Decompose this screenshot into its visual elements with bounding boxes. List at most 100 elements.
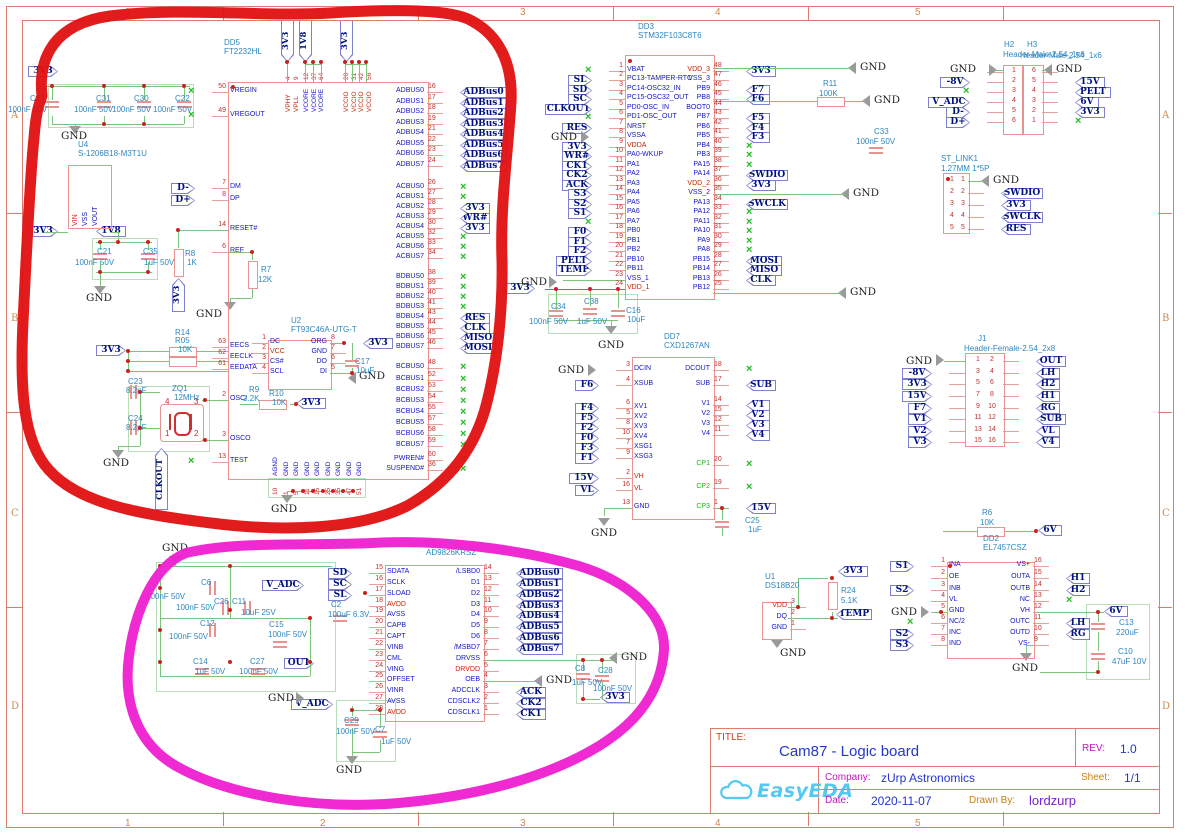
cap-symbol[interactable] [595,675,609,677]
net-flag-MOSI[interactable]: MOSI [746,256,782,267]
cap-symbol[interactable] [715,526,729,528]
net-flag-LH[interactable]: LH [1066,618,1090,629]
cap-symbol[interactable] [715,521,729,523]
net-flag-PELT[interactable]: PELT [556,256,592,267]
net-flag-F3[interactable]: F3 [575,443,599,454]
crystal-symbol[interactable] [174,412,191,436]
net-flag-3V3[interactable]: 3V3 [902,379,932,390]
cap-symbol[interactable] [869,152,883,154]
net-flag-SUB[interactable]: SUB [1036,414,1066,425]
net-flag-V1[interactable]: V1 [746,400,770,411]
cap-symbol[interactable] [45,101,59,103]
cap-symbol[interactable] [1091,623,1105,625]
net-flag-CK2[interactable]: CK2 [562,170,592,181]
net-flag-3V3[interactable]: 3V3 [1001,200,1031,211]
net-flag-F0[interactable]: F0 [568,227,592,238]
cap-symbol[interactable] [611,310,625,312]
net-flag-6V[interactable]: 6V [1038,525,1062,536]
net-flag-3V3[interactable]: 3V3 [746,66,776,77]
net-flag-V_ADC[interactable]: V_ADC [928,97,970,108]
net-flag-F2[interactable]: F2 [568,246,592,257]
net-flag-V1[interactable]: V1 [908,414,932,425]
net-flag-F6[interactable]: F6 [575,380,599,391]
net-flag-CLKOUT[interactable]: CLKOUT [546,104,591,114]
net-flag-SD[interactable]: SD [568,85,592,96]
net-flag-F1[interactable]: F1 [575,453,599,464]
net-flag-LH[interactable]: LH [1036,368,1060,379]
cap-symbol[interactable] [576,673,590,675]
net-flag-RES[interactable]: RES [562,123,592,134]
net-flag-MISO[interactable]: MISO [746,265,782,276]
net-flag-F2[interactable]: F2 [575,423,599,434]
cap-symbol[interactable] [214,581,216,595]
net-flag-3V3[interactable]: 3V3 [562,142,592,153]
net-flag-CK1[interactable]: CK1 [562,161,592,172]
cap-symbol[interactable] [1091,628,1105,630]
net-flag--8V[interactable]: -8V [902,368,932,379]
net-flag-H2[interactable]: H2 [1036,379,1060,390]
cap-symbol[interactable] [1091,658,1105,660]
net-flag-OUT[interactable]: OUT [1036,356,1066,367]
net-flag-F6[interactable]: F6 [746,94,770,105]
net-flag-F7[interactable]: F7 [746,85,770,96]
net-flag-SC[interactable]: SC [568,94,592,105]
net-flag-TEMP[interactable]: TEMP [556,265,592,276]
net-flag-V3[interactable]: V3 [908,437,932,448]
cap-symbol[interactable] [611,315,625,317]
net-flag-S2[interactable]: S2 [890,629,914,640]
net-flag-RG[interactable]: RG [1066,629,1090,640]
net-flag-H2[interactable]: H2 [1066,585,1090,596]
cap-symbol[interactable] [869,147,883,149]
net-flag-3V3[interactable]: 3V3 [1075,107,1105,118]
net-flag-RES[interactable]: RES [1001,224,1031,235]
resistor-symbol[interactable] [828,582,838,610]
net-flag-V2[interactable]: V2 [908,426,932,437]
chip-DD2[interactable] [947,562,1035,659]
cap-symbol[interactable] [1091,653,1105,655]
net-flag-VL[interactable]: VL [575,485,599,496]
net-flag-F4[interactable]: F4 [746,123,770,134]
cap-symbol[interactable] [549,315,563,317]
net-flag-CLK[interactable]: CLK [746,275,776,286]
net-flag-V4[interactable]: V4 [746,430,770,441]
net-flag-SWDIO[interactable]: SWDIO [1001,188,1043,199]
net-flag-SWCLK[interactable]: SWCLK [746,199,788,210]
net-flag-S3[interactable]: S3 [568,189,592,200]
net-flag-F0[interactable]: F0 [575,433,599,444]
net-flag-3V3[interactable]: 3V3 [746,180,776,191]
cap-symbol[interactable] [583,313,597,315]
net-flag-H1[interactable]: H1 [1066,573,1090,584]
net-flag-S2[interactable]: S2 [890,585,914,596]
net-flag-15V[interactable]: 15V [1075,77,1105,88]
net-flag-15V[interactable]: 15V [902,391,932,402]
net-flag-F5[interactable]: F5 [746,113,770,124]
chip-DD3[interactable] [625,55,715,300]
net-flag-RG[interactable]: RG [1036,403,1060,414]
net-flag-F5[interactable]: F5 [575,413,599,424]
net-flag-TEMP[interactable]: TEMP [836,609,872,620]
net-flag-SWDIO[interactable]: SWDIO [746,170,788,181]
net-flag-D+[interactable]: D+ [946,117,970,128]
net-flag-VL[interactable]: VL [1036,426,1060,437]
connector-J1[interactable] [965,353,1005,447]
cap-symbol[interactable] [549,310,563,312]
net-flag-V4[interactable]: V4 [1036,437,1060,448]
net-flag-V3[interactable]: V3 [746,420,770,431]
resistor-symbol[interactable] [174,249,184,277]
net-flag-WR#[interactable]: WR# [562,151,592,162]
crystal-symbol[interactable] [190,414,192,430]
net-flag-PELT[interactable]: PELT [1075,87,1111,98]
net-flag-S2[interactable]: S2 [568,199,592,210]
net-flag-D-[interactable]: D- [946,107,970,118]
net-flag-V2[interactable]: V2 [746,410,770,421]
net-flag-F7[interactable]: F7 [908,403,932,414]
net-flag-SWCLK[interactable]: SWCLK [1001,212,1043,223]
resistor-symbol[interactable] [169,357,197,367]
net-flag--8V[interactable]: -8V [940,77,970,88]
net-flag-S3[interactable]: S3 [890,640,914,651]
net-flag-SL[interactable]: SL [568,75,592,86]
net-flag-S1[interactable]: S1 [890,561,914,572]
net-flag-6V[interactable]: 6V [1104,606,1128,617]
chip-DD7[interactable] [632,357,715,520]
cap-symbol[interactable] [333,620,347,622]
